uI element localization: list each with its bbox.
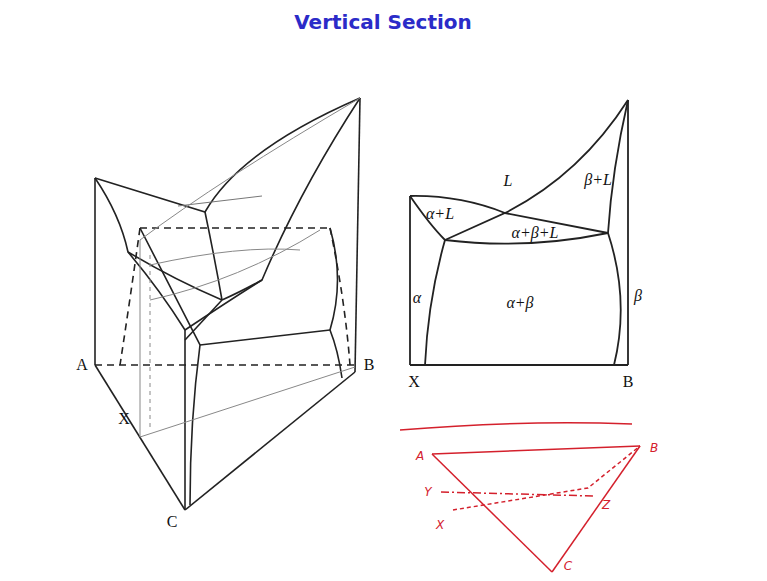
hand-sketch [400, 423, 640, 572]
phase-label: α [413, 290, 421, 306]
axis-label: X [408, 374, 420, 390]
phase-label: β+L [584, 172, 612, 188]
sketch-label: A [416, 450, 424, 462]
axis-label: B [623, 374, 634, 390]
sketch-label: C [564, 560, 572, 572]
section-plane [140, 98, 360, 437]
sketch-label: Y [424, 486, 431, 498]
vertical-section [410, 100, 628, 365]
ternary-prism [95, 98, 360, 510]
phase-label: α+L [426, 206, 454, 222]
sketch-label: B [650, 442, 658, 454]
diagram-title: Vertical Section [294, 12, 472, 32]
sketch-label: X [436, 519, 444, 531]
vertex-label: B [364, 357, 375, 373]
phase-label: L [504, 173, 513, 189]
phase-label: α+β+L [512, 225, 559, 241]
vertex-label: C [167, 514, 178, 530]
vertex-label: X [118, 411, 130, 427]
sketch-label: Z [602, 499, 610, 511]
phase-label: α+β [506, 295, 533, 311]
vertex-label: A [76, 357, 88, 373]
phase-label: β [634, 288, 642, 304]
